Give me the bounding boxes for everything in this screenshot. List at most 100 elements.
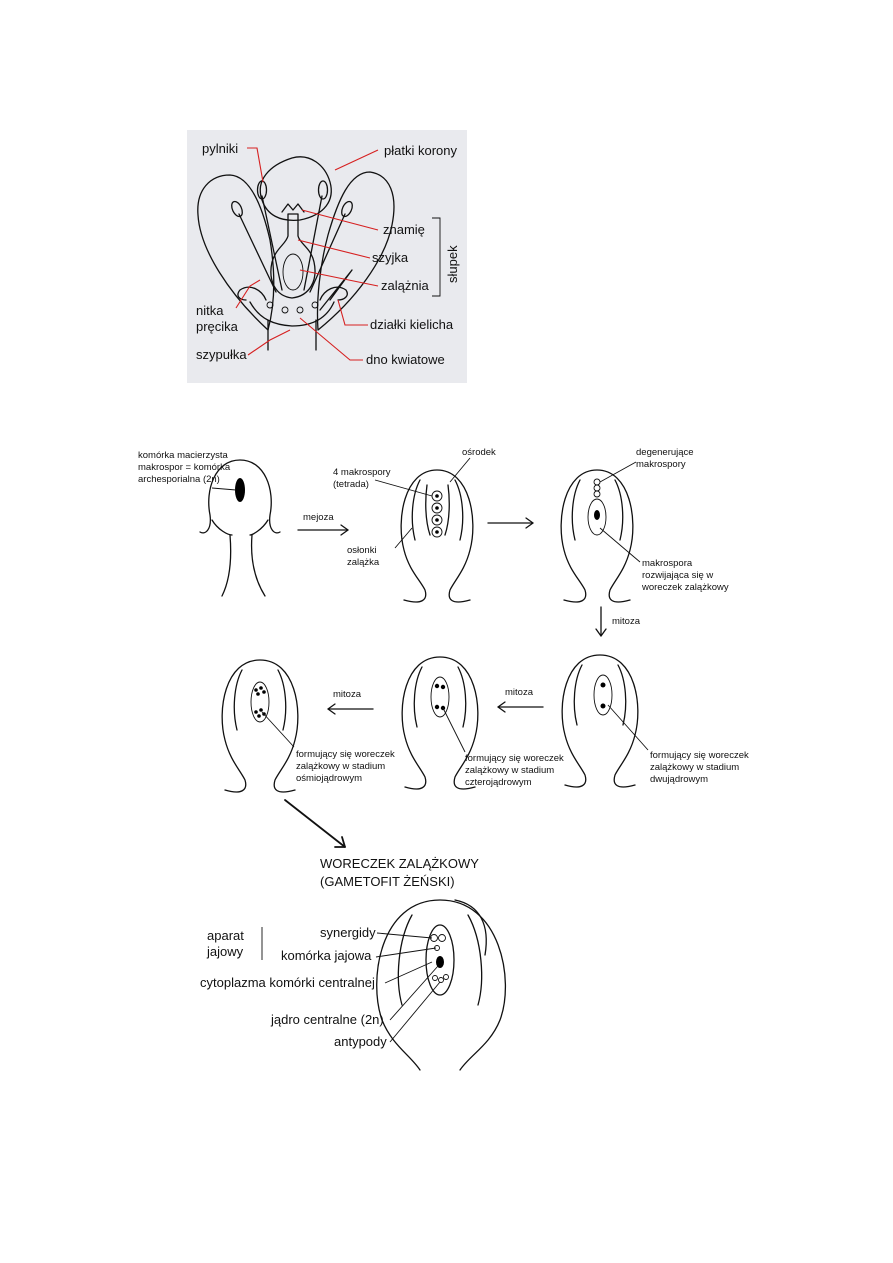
nucleus-a xyxy=(600,682,606,688)
label-developing-2: rozwijająca się w xyxy=(642,570,713,581)
ovule-4-outline xyxy=(561,654,639,788)
leader-znamie xyxy=(301,209,379,231)
antipodal-2 xyxy=(438,977,444,983)
degenerate-1 xyxy=(593,478,601,486)
leader-platki xyxy=(334,149,379,171)
ovule-inside-ovary xyxy=(282,253,304,291)
nucleus-b xyxy=(600,703,606,709)
label-egg-apparatus-1: aparat xyxy=(207,928,244,943)
label-pylniki: pylniki xyxy=(202,141,238,156)
label-integuments-2: zalążka xyxy=(347,557,380,568)
embryo-sac-outer-fold xyxy=(454,899,487,956)
embryo-sac-ovule-outline xyxy=(376,899,507,1071)
embryo-sac-title-2: (GAMETOFIT ŻEŃSKI) xyxy=(320,874,455,889)
label-developing-1: makrospora xyxy=(642,558,693,569)
stamen-filament-1 xyxy=(261,195,283,291)
anther-2 xyxy=(231,200,243,218)
stamen-filament-3 xyxy=(303,195,323,291)
ovule-3-outline xyxy=(560,469,634,603)
ovule-3-integuments xyxy=(571,479,624,541)
leader-pylniki xyxy=(247,147,264,183)
ovule-1-stalk xyxy=(221,534,266,597)
sepal-tip-right xyxy=(319,269,353,311)
megaspore-2 xyxy=(431,502,443,514)
leader-mother-cell xyxy=(211,487,237,491)
stamen-filament-4 xyxy=(309,213,346,293)
arrow-diagonal-head xyxy=(334,836,346,848)
four-nuclear-sac xyxy=(430,676,450,718)
anther-1 xyxy=(256,180,268,200)
leader-integuments xyxy=(394,527,413,549)
label-mitosis-3: mitoza xyxy=(333,689,362,700)
label-mitosis-1: mitoza xyxy=(612,616,641,627)
label-central-cytoplasm: cytoplazma komórki centralnej xyxy=(200,975,375,990)
embryo-sac-integuments xyxy=(397,914,483,1006)
degenerate-2 xyxy=(593,484,601,492)
ovule-stage-mother-cell: komórka macierzysta makrospor = komórka … xyxy=(138,450,281,597)
leader-central-nucleus xyxy=(389,965,439,1021)
embryo-sac-body xyxy=(425,924,455,996)
arrow-mitosis-left-1: mitoza xyxy=(497,687,544,713)
degenerate-3 xyxy=(593,490,601,498)
leader-eight-nuclear xyxy=(261,711,295,748)
label-two-nuclear-2: zalążkowy w stadium xyxy=(650,762,739,773)
leader-dzialki xyxy=(337,299,368,326)
arrow-mitosis-down-head xyxy=(595,628,607,637)
label-tetrad-1: 4 makrospory xyxy=(333,467,391,478)
leader-tetrad xyxy=(374,479,433,497)
right-sepal xyxy=(319,286,348,301)
mother-cell xyxy=(235,478,245,502)
ovule-2-integuments xyxy=(411,479,464,541)
two-nuclear-sac xyxy=(593,674,613,716)
anther-4 xyxy=(341,200,353,218)
leader-egg-cell xyxy=(375,947,437,958)
ovule-stage-eight-nuclear: formujący się woreczek zalążkowy w stadi… xyxy=(221,659,395,793)
arrow-mitosis-left-1-head xyxy=(497,701,506,713)
arrow-mitosis-down: mitoza xyxy=(595,606,641,637)
ovary-dot-4 xyxy=(311,301,319,309)
ovule-6-outline xyxy=(221,659,299,793)
megaspore-3 xyxy=(431,514,443,526)
label-antipodals: antypody xyxy=(334,1034,387,1049)
label-four-nuclear-1: formujący się woreczek xyxy=(465,753,564,764)
ovule-1-outline xyxy=(199,459,281,534)
label-egg-apparatus-2: jajowy xyxy=(206,944,244,959)
arrow-mitosis-left-2: mitoza xyxy=(327,689,374,715)
label-platki-korony: płatki korony xyxy=(384,143,457,158)
label-egg-cell: komórka jajowa xyxy=(281,948,372,963)
leader-four-nuclear xyxy=(442,707,466,753)
label-dno-kwiatowe: dno kwiatowe xyxy=(366,352,445,367)
receptacle-top xyxy=(249,301,335,327)
label-mother-cell-3: archesporialna (2n) xyxy=(138,474,220,485)
leader-szypulka xyxy=(247,329,291,356)
arrow-to-degeneration xyxy=(487,517,534,529)
label-central-nucleus: jądro centralne (2n) xyxy=(270,1012,384,1027)
label-zalaznia: zalążnia xyxy=(381,278,429,293)
label-four-nuclear-3: czterojądrowym xyxy=(465,777,532,788)
stamen-filament-2 xyxy=(238,213,277,293)
arrow-to-embryo-sac xyxy=(284,799,346,848)
ovule-stage-tetrad: 4 makrospory (tetrada) ośrodek osłonki z… xyxy=(333,447,496,603)
ovule-stage-two-nuclear: formujący się woreczek zalążkowy w stadi… xyxy=(561,654,749,788)
label-nucellus: ośrodek xyxy=(462,447,496,458)
eight-nuclear-sac xyxy=(250,681,270,723)
arrow-meiosis-head xyxy=(340,524,349,536)
ovule-5-integuments xyxy=(413,666,467,728)
label-two-nuclear-1: formujący się woreczek xyxy=(650,750,749,761)
label-integuments-1: osłonki xyxy=(347,545,377,556)
megaspore-4 xyxy=(431,526,443,538)
label-mitosis-2: mitoza xyxy=(505,687,534,698)
label-meiosis: mejoza xyxy=(303,512,334,523)
flower-panel-background xyxy=(187,130,467,383)
ovule-6-integuments xyxy=(233,669,287,731)
label-nitka: nitka xyxy=(196,303,224,318)
leader-zalaznia xyxy=(299,269,379,287)
embryo-sac-title-1: WORECZEK ZALĄŻKOWY xyxy=(320,856,479,871)
label-four-nuclear-2: zalążkowy w stadium xyxy=(465,765,554,776)
label-degenerating-2: makrospory xyxy=(636,459,686,470)
label-synergids: synergidy xyxy=(320,925,376,940)
synergid-2 xyxy=(438,934,446,942)
label-mother-cell-1: komórka macierzysta xyxy=(138,450,228,461)
arrow-degeneration-head xyxy=(525,517,534,529)
leader-dno xyxy=(299,317,363,361)
